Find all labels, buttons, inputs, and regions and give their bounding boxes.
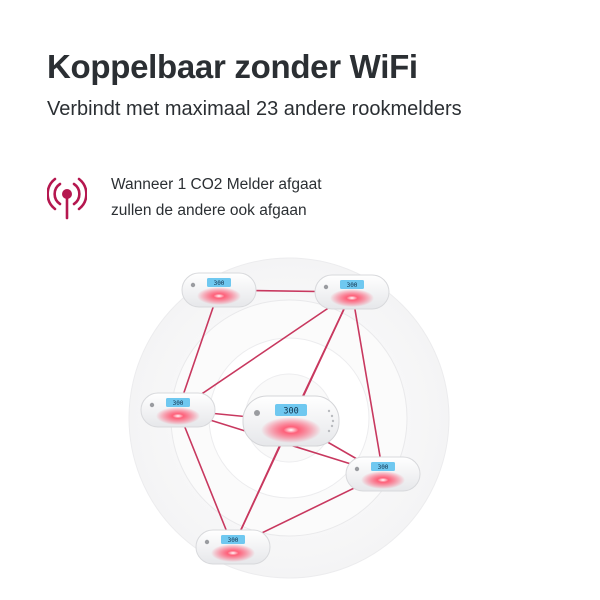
detector-center: 300 bbox=[242, 395, 340, 447]
detector-display: 300 bbox=[228, 537, 239, 544]
detector-display: 300 bbox=[378, 464, 389, 471]
detector-top-right: 300 bbox=[314, 274, 390, 310]
detector-right: 300 bbox=[345, 456, 421, 492]
feature-row: Wanneer 1 CO2 Melder afgaat zullen de an… bbox=[47, 172, 322, 224]
feature-line-2: zullen de andere ook afgaan bbox=[111, 202, 307, 219]
wireless-signal-icon bbox=[47, 177, 87, 220]
detector-display: 300 bbox=[173, 400, 184, 407]
detector-top-left: 300 bbox=[181, 272, 257, 308]
detector-display: 300 bbox=[283, 407, 298, 417]
page-subtitle: Verbindt met maximaal 23 andere rookmeld… bbox=[47, 98, 462, 120]
feature-line-1: Wanneer 1 CO2 Melder afgaat bbox=[111, 176, 322, 193]
feature-text: Wanneer 1 CO2 Melder afgaat zullen de an… bbox=[111, 172, 322, 224]
detector-bottom: 300 bbox=[195, 529, 271, 565]
detector-display: 300 bbox=[214, 280, 225, 287]
detector-middle-left: 300 bbox=[140, 392, 216, 428]
detector-network: 300 300 300 300 300 3 bbox=[128, 257, 450, 579]
detector-display: 300 bbox=[347, 282, 358, 289]
page-title: Koppelbaar zonder WiFi bbox=[47, 48, 418, 85]
